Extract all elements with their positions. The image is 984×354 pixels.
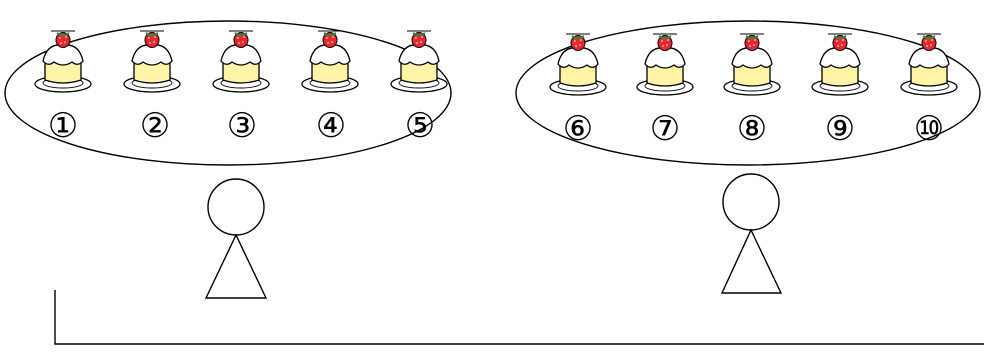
floor-line	[55, 290, 984, 344]
cake-icon	[901, 34, 957, 95]
cake-label: ②	[140, 106, 170, 146]
cake-label: ⑨	[825, 109, 855, 149]
cake-label: ⑥	[563, 109, 593, 149]
cake-group-left	[35, 31, 447, 92]
cake-icon	[724, 34, 780, 95]
cake-label: ⑩	[914, 109, 944, 149]
cake-group-right	[550, 34, 957, 95]
cake-icon	[213, 31, 269, 92]
cake-labels-left: ① ② ③ ④ ⑤	[48, 106, 435, 146]
cake-icon	[124, 31, 180, 92]
cake-label: ④	[316, 106, 346, 146]
cake-label: ⑤	[405, 106, 435, 146]
cake-labels-right: ⑥ ⑦ ⑧ ⑨ ⑩	[563, 109, 944, 149]
cake-icon	[35, 31, 91, 92]
cake-icon	[391, 31, 447, 92]
cake-label: ⑧	[737, 109, 767, 149]
cake-label: ③	[227, 106, 257, 146]
cake-icon	[637, 34, 693, 95]
cake-icon	[812, 34, 868, 95]
cake-label: ⑦	[650, 109, 680, 149]
cake-label: ①	[48, 106, 78, 146]
cake-icon	[550, 34, 606, 95]
person-icon	[206, 179, 266, 298]
person-icon	[722, 174, 781, 293]
cake-icon	[302, 31, 358, 92]
